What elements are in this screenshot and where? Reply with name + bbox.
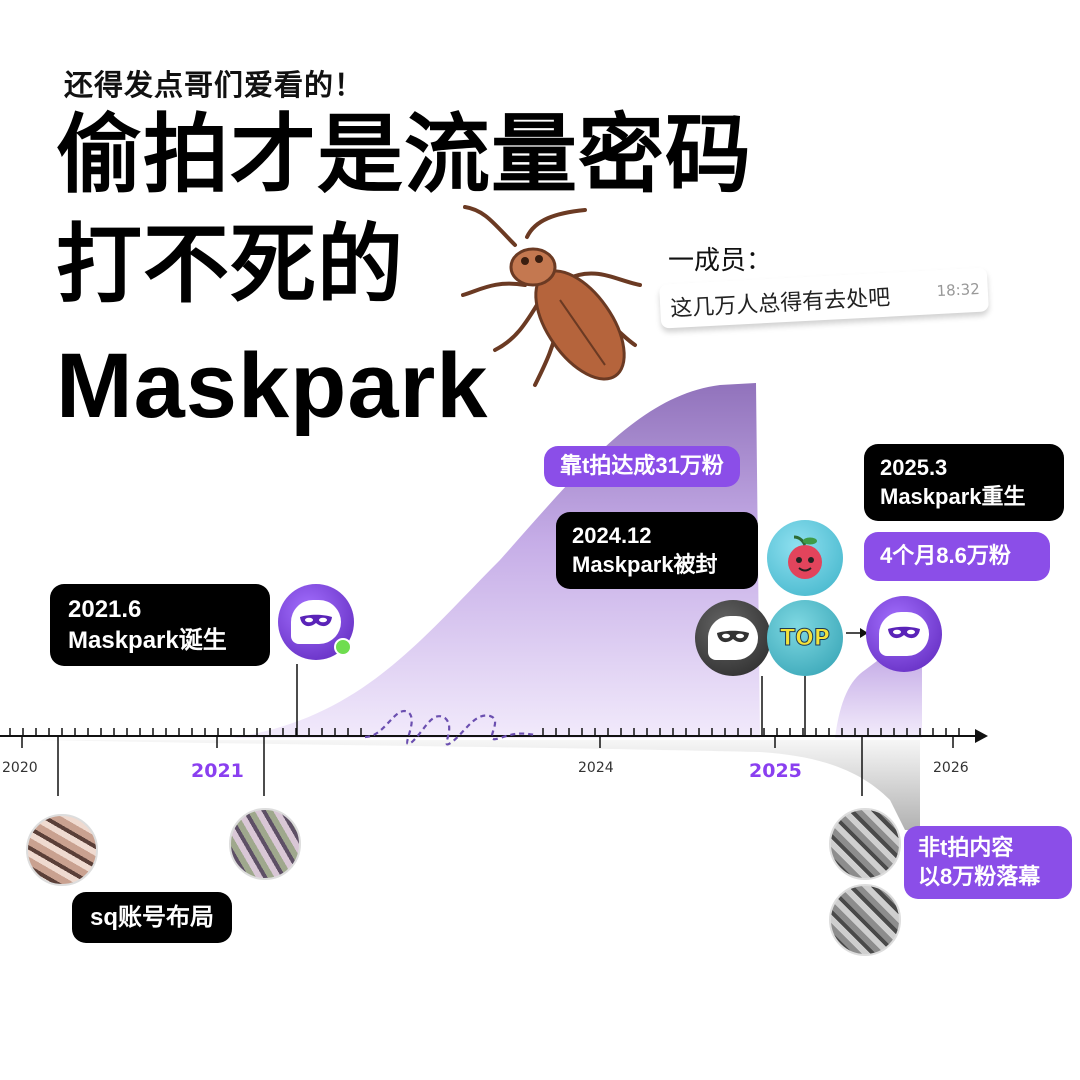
- axis-arrow: [975, 729, 988, 743]
- headline-line-1: 偷拍才是流量密码: [56, 105, 752, 205]
- year-label-2025: 2025: [749, 760, 802, 782]
- thumbnail-pixelated: [229, 808, 301, 880]
- tag-ending-line1: 非t拍内容: [918, 835, 1014, 860]
- year-label-2024: 2024: [578, 760, 614, 776]
- connector-arrowhead: [860, 628, 868, 638]
- tag-birth-date: 2021.6: [68, 596, 142, 623]
- tag-sq: sq账号布局: [72, 892, 233, 944]
- tag-banned-date: 2024.12: [572, 523, 652, 548]
- thumbnail-pixelated: [829, 808, 901, 880]
- top-app-icon: TOP: [767, 600, 843, 676]
- thumbnail-pixelated: [829, 884, 901, 956]
- chat-time: 18:32: [936, 279, 981, 301]
- tag-ending-line2: 以8万粉落幕: [918, 863, 1041, 889]
- reborn-area: [835, 612, 922, 738]
- year-label-2026: 2026: [933, 760, 969, 776]
- tag-banned-text: Maskpark被封: [572, 551, 718, 577]
- top-badge-text: TOP: [780, 625, 831, 651]
- online-dot-icon: [334, 638, 352, 656]
- mask-app-icon-birth: [278, 584, 354, 660]
- dashed-squiggle: [364, 709, 536, 746]
- chat-message: 这几万人总得有去处吧: [669, 285, 891, 323]
- headline-line-2: 打不死的: [56, 215, 404, 315]
- axis-ticks: [9, 728, 960, 748]
- cherry-icon: [788, 535, 822, 579]
- year-label-2021: 2021: [191, 760, 244, 782]
- mask-app-icon-reborn: [866, 596, 942, 672]
- header-subtitle: 还得发点哥们爱看的！: [64, 68, 365, 102]
- chat-sender: 一成员：: [668, 246, 773, 276]
- year-label-2020: 2020: [2, 760, 38, 776]
- mask-icon: [291, 600, 341, 644]
- tag-banned: 2024.12 Maskpark被封: [556, 512, 758, 590]
- tag-birth-text: Maskpark诞生: [68, 627, 227, 655]
- cherry-app-icon: [767, 520, 843, 596]
- mask-app-icon-banned: [695, 600, 771, 676]
- tag-31w: 靠t拍达成31万粉: [544, 446, 740, 487]
- tag-reborn-date: 2025.3: [880, 455, 948, 480]
- tag-reborn-text: Maskpark重生: [880, 483, 1026, 509]
- cockroach-icon: [461, 205, 642, 387]
- tag-reborn: 2025.3 Maskpark重生: [864, 444, 1064, 522]
- decline-area: [40, 740, 920, 830]
- tag-86k: 4个月8.6万粉: [864, 532, 1050, 581]
- mask-icon: [708, 616, 758, 660]
- tag-ending: 非t拍内容 以8万粉落幕: [904, 826, 1072, 900]
- headline-line-3: Maskpark: [56, 335, 489, 437]
- thumbnail-pixelated: [26, 814, 98, 886]
- tag-birth: 2021.6 Maskpark诞生: [50, 584, 270, 667]
- mask-icon: [879, 612, 929, 656]
